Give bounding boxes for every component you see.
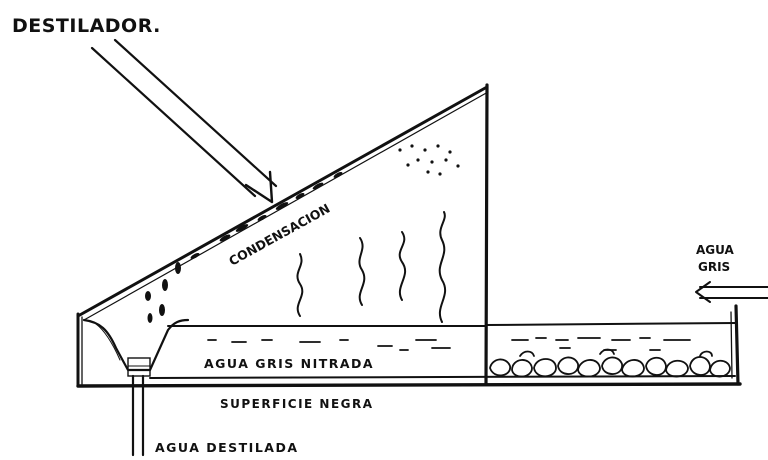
black-surface-label: SUPERFICIE NEGRA — [220, 397, 374, 411]
condensation-label: CONDENSACION — [226, 201, 332, 269]
distilled-water-label: AGUA DESTILADA — [155, 440, 299, 455]
filtered-grey-water-label: AGUA GRIS NITRADA — [204, 356, 374, 371]
gravel-filter — [489, 348, 731, 378]
grey-water-inlet-label-line2: GRIS — [698, 260, 730, 274]
grey-water-inlet-label-line1: AGUA — [696, 243, 735, 257]
back-wall — [484, 83, 489, 386]
grey-water-inlet-arrow — [695, 281, 768, 303]
diagram-title: DESTILADOR. — [12, 15, 161, 37]
vapor-dots — [398, 144, 460, 176]
water-surface-marks — [207, 337, 691, 351]
sun-ray-arrow — [90, 38, 278, 204]
vapor-wisps — [296, 211, 447, 323]
condensation-droplets — [145, 172, 343, 323]
distilled-outlet-pipe — [131, 374, 145, 457]
glass-cover — [76, 85, 489, 321]
distiller-basin — [76, 304, 742, 388]
